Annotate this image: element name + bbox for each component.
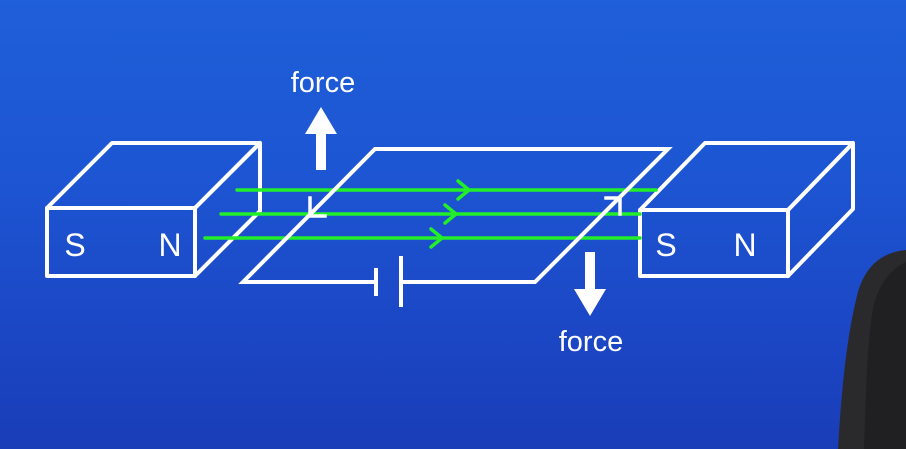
left-magnet [45,141,262,278]
magnetic-field-lines [203,179,658,249]
current-direction-marks [308,196,622,218]
left-magnet-south-pole-label: S [64,227,85,263]
force-arrow-down-head [574,289,606,316]
force-arrow-down [574,252,606,316]
top-force-label: force [291,67,355,99]
bottom-force-label: force [559,326,623,358]
right-magnet-side-face [786,141,855,278]
left-edge-current-mark [308,196,327,218]
field-line-3-arrowhead [429,227,444,249]
presenter-suit-shadow [864,262,906,449]
wire-loop [238,147,673,307]
right-edge-current-mark [604,196,622,216]
wire-loop-outline [238,147,673,284]
right-magnet-north-pole-label: N [733,227,756,263]
field-line-1-arrowhead [456,179,471,201]
force-arrow-up-head [305,107,337,134]
right-magnet [638,141,855,278]
force-arrow-up [305,107,337,170]
presenter-figure [838,250,906,449]
field-line-2-arrowhead [443,203,458,225]
force-arrow-up-shaft [316,132,326,170]
left-magnet-side-face [193,141,262,278]
force-arrow-down-shaft [585,252,595,291]
right-magnet-south-pole-label: S [655,227,676,263]
left-magnet-north-pole-label: N [158,227,181,263]
